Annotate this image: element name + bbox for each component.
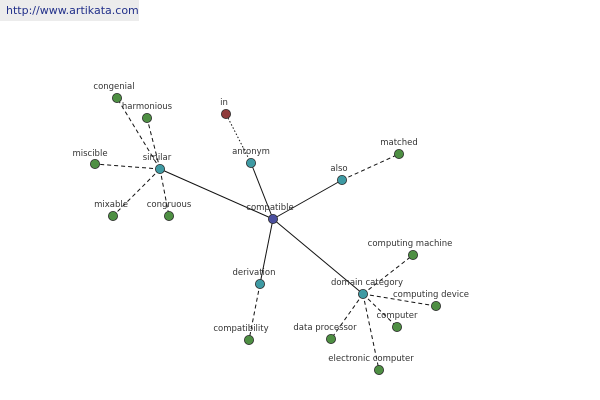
edge-domain-category-computing-machine — [362, 254, 414, 295]
edge-similar-harmonious — [146, 117, 161, 170]
word-label-in: in — [220, 98, 228, 108]
edge-domain-category-computer — [362, 293, 398, 328]
relation-node-also[interactable] — [336, 174, 347, 185]
edge-compatible-similar — [159, 168, 274, 220]
edge-compatible-derivation — [259, 218, 274, 285]
word-label-compatibility: compatibility — [213, 324, 268, 334]
relation-label-also: also — [330, 164, 347, 174]
word-label-mixable: mixable — [94, 200, 128, 210]
word-node-mixable[interactable] — [108, 210, 119, 221]
word-node-miscible[interactable] — [90, 158, 101, 169]
edge-antonym-in — [225, 113, 252, 164]
word-node-electronic-computer[interactable] — [373, 364, 384, 375]
edge-compatible-antonym — [250, 162, 274, 220]
word-label-congruous: congruous — [147, 200, 192, 210]
word-node-compatibility[interactable] — [243, 334, 254, 345]
relation-label-domain-category: domain category — [331, 278, 403, 288]
word-node-congenial[interactable] — [112, 93, 123, 104]
edge-also-matched — [341, 153, 400, 181]
relation-label-similar: similar — [143, 153, 172, 163]
center-node-compatible[interactable] — [267, 213, 278, 224]
word-label-miscible: miscible — [72, 149, 107, 159]
word-label-computing-device: computing device — [393, 290, 469, 300]
word-node-in[interactable] — [220, 109, 231, 120]
word-label-electronic-computer: electronic computer — [328, 354, 414, 364]
relation-node-antonym[interactable] — [245, 157, 256, 168]
edge-domain-category-computing-device — [362, 293, 437, 307]
word-node-harmonious[interactable] — [141, 113, 152, 124]
labels-layer: congenial harmonious miscible mixable congru… — [72, 82, 469, 364]
word-label-computing-machine: computing machine — [368, 239, 453, 249]
relation-label-antonym: antonym — [232, 147, 270, 157]
edge-compatible-also — [272, 179, 343, 220]
word-label-harmonious: harmonious — [122, 102, 173, 112]
word-node-congruous[interactable] — [163, 210, 174, 221]
word-label-data-processor: data processor — [293, 323, 357, 333]
edge-similar-congruous — [159, 168, 170, 217]
center-label-compatible: compatible — [246, 203, 293, 213]
edge-domain-category-data-processor — [330, 293, 364, 340]
word-node-computer[interactable] — [391, 321, 402, 332]
word-node-computing-machine[interactable] — [407, 249, 418, 260]
edge-derivation-compatibility — [248, 283, 261, 341]
nodes-layer — [90, 93, 441, 375]
relation-label-derivation: derivation — [232, 268, 275, 278]
word-node-matched[interactable] — [393, 148, 404, 159]
relation-node-derivation[interactable] — [254, 278, 265, 289]
word-node-data-processor[interactable] — [325, 333, 336, 344]
word-label-congenial: congenial — [93, 82, 134, 92]
word-label-matched: matched — [380, 138, 418, 148]
source-url[interactable]: http://www.artikata.com — [0, 0, 139, 21]
edge-similar-miscible — [94, 163, 161, 170]
edge-compatible-domain-category — [272, 218, 364, 295]
edge-domain-category-electronic-computer — [362, 293, 380, 371]
word-label-computer: computer — [377, 311, 418, 321]
relation-node-similar[interactable] — [154, 163, 165, 174]
relation-node-domain-category[interactable] — [357, 288, 368, 299]
edges-layer — [94, 97, 437, 371]
word-node-computing-device[interactable] — [430, 300, 441, 311]
